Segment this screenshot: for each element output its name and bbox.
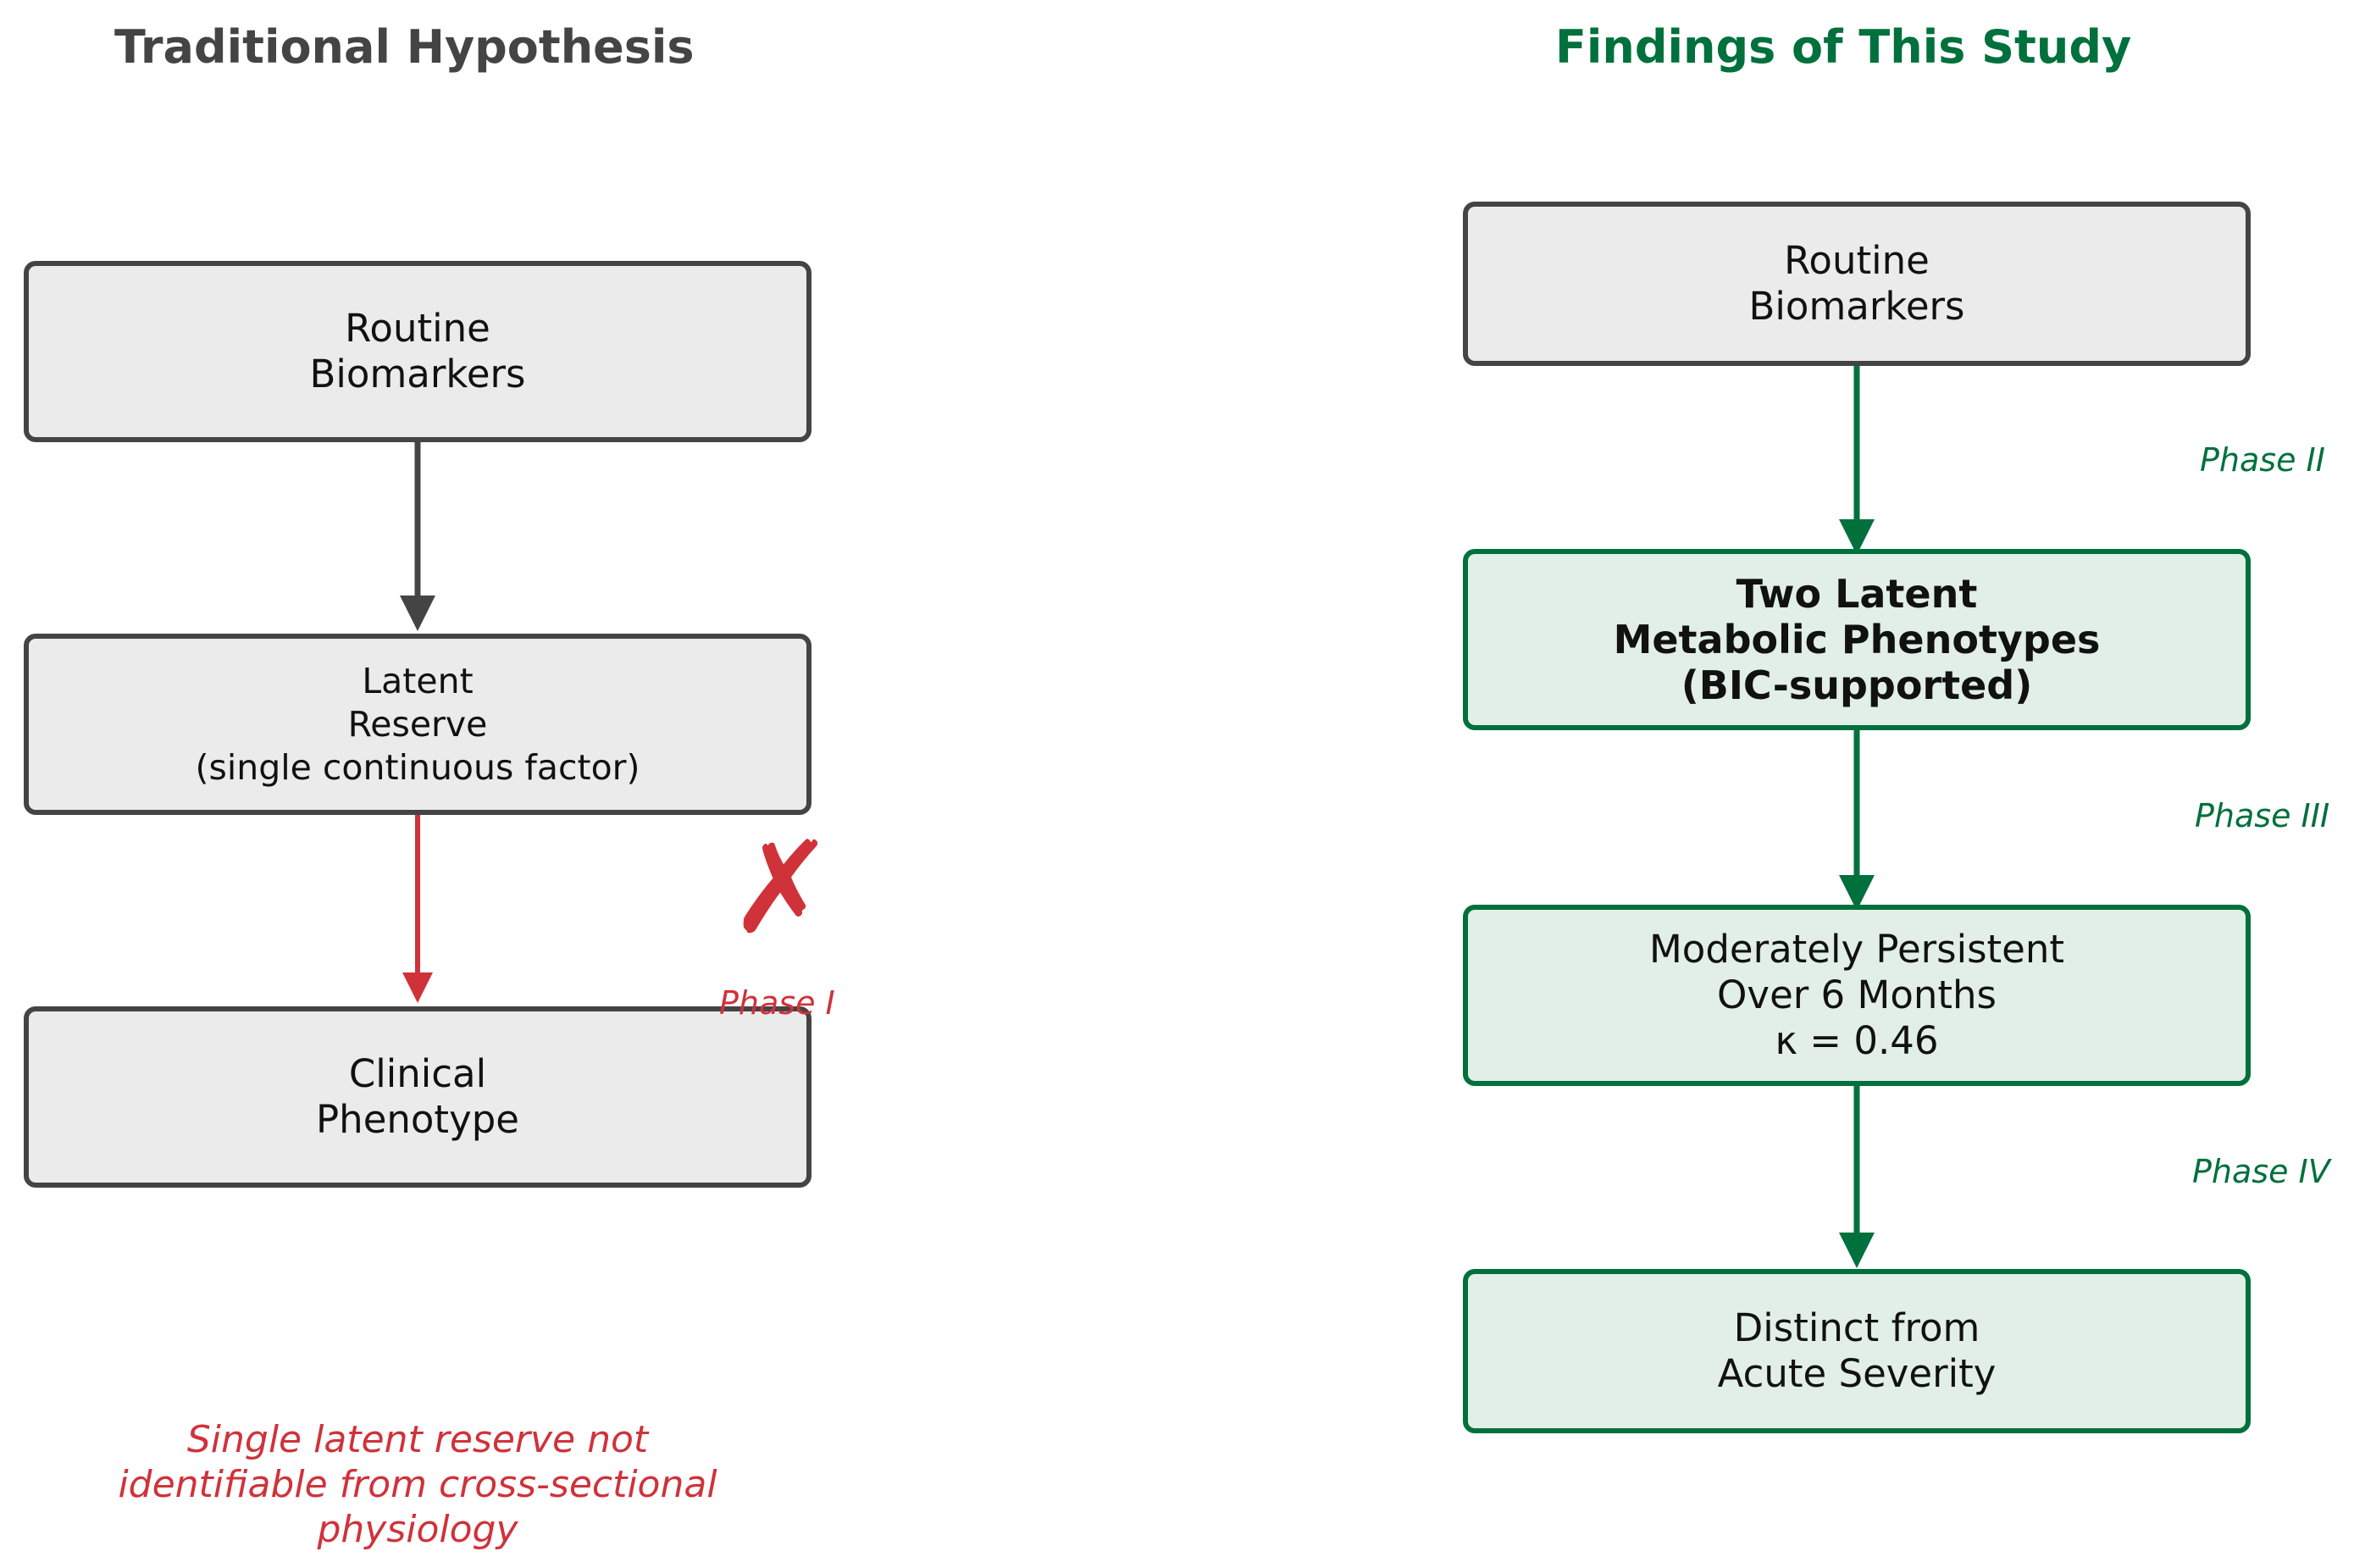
box-line: (BIC-supported) <box>1681 662 2033 708</box>
box-line: κ = 0.46 <box>1775 1018 1939 1063</box>
note-line: physiology <box>317 1508 518 1551</box>
box-line: Clinical <box>348 1051 487 1096</box>
phase-iv-label: Phase IV <box>2192 1153 2330 1190</box>
routine-biomarkers-box: Routine Biomarkers <box>24 261 811 442</box>
box-line: Routine <box>1784 238 1930 283</box>
box-line: Acute Severity <box>1717 1351 1997 1396</box>
phase-ii-label: Phase II <box>2200 441 2325 479</box>
box-line: Biomarkers <box>309 352 526 396</box>
box-line: Metabolic Phenotypes <box>1613 617 2101 662</box>
note-line: Single latent reserve not <box>186 1418 649 1461</box>
left-panel-heading: Traditional Hypothesis <box>114 20 695 74</box>
box-line: (single continuous factor) <box>195 746 640 788</box>
acute-severity-box: Distinct from Acute Severity <box>1463 1269 2251 1433</box>
latent-reserve-box: Latent Reserve (single continuous factor… <box>24 634 811 815</box>
box-line: Over 6 Months <box>1717 972 1997 1017</box>
persistence-box: Moderately Persistent Over 6 Months κ = … <box>1463 905 2251 1086</box>
findings-routine-biomarkers-box: Routine Biomarkers <box>1463 202 2251 366</box>
box-line: Reserve <box>347 703 488 745</box>
box-line: Distinct from <box>1733 1305 1980 1350</box>
cross-mark-icon: ✗ <box>728 815 835 962</box>
box-line: Routine <box>345 306 490 351</box>
right-panel-heading: Findings of This Study <box>1555 20 2132 74</box>
box-line: Moderately Persistent <box>1648 927 2065 972</box>
phase-iii-label: Phase III <box>2195 797 2330 834</box>
two-latent-phenotypes-box: Two Latent Metabolic Phenotypes (BIC-sup… <box>1463 549 2251 730</box>
note-line: identifiable from cross-sectional <box>118 1463 717 1506</box>
box-line: Latent <box>362 660 474 701</box>
rejection-note: Single latent reserve not identifiable f… <box>51 1417 784 1552</box>
phase-i-label: Phase I <box>719 984 835 1022</box>
box-line: Two Latent <box>1736 571 1978 617</box>
box-line: Phenotype <box>316 1097 519 1142</box>
clinical-phenotype-box: Clinical Phenotype <box>24 1006 811 1188</box>
box-line: Biomarkers <box>1748 284 1965 329</box>
